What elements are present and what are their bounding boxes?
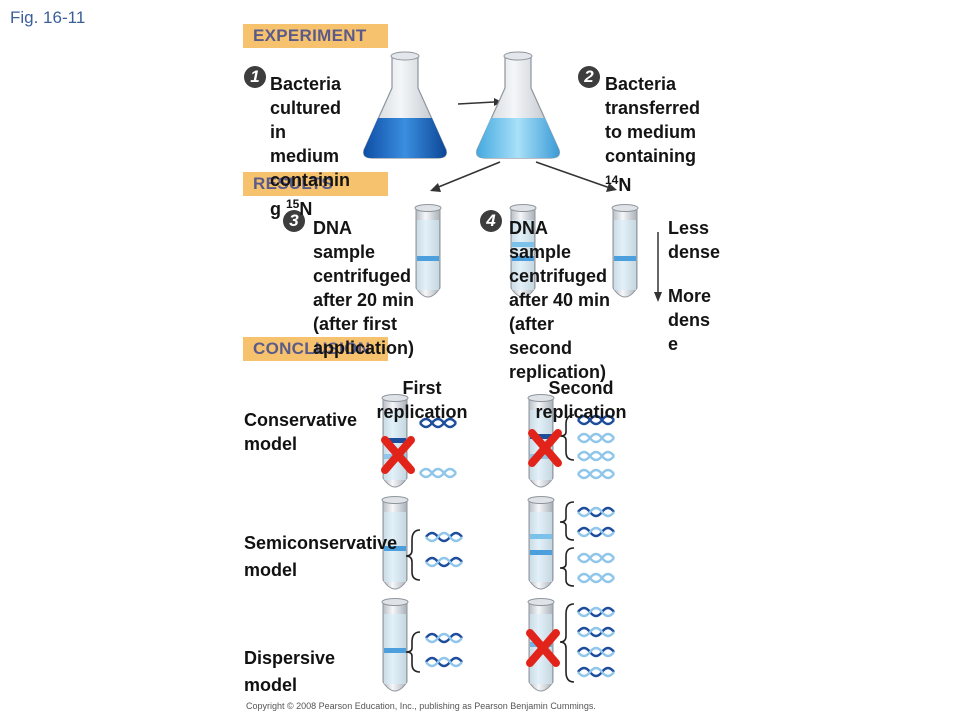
copyright-notice: Copyright © 2008 Pearson Education, Inc.… xyxy=(246,701,596,711)
flask-15n-icon xyxy=(363,51,447,159)
tube-20min-icon xyxy=(414,204,442,298)
tube-40min-icon xyxy=(509,204,537,298)
step-4-badge: 4 xyxy=(480,210,502,232)
less-dense-label: Less dense xyxy=(668,218,721,262)
conclusion-header: CONCLUSION xyxy=(243,337,388,361)
step-2-caption: Bacteria transferred to medium containin… xyxy=(605,74,701,195)
step-1-badge: 1 xyxy=(244,66,266,88)
figure-label: Fig. 16-11 xyxy=(10,8,86,27)
results-header: RESULTS xyxy=(243,172,388,196)
tube-reference-icon xyxy=(611,204,639,298)
semiconservative-model-label: Semiconservative model xyxy=(244,533,398,580)
step-4-caption: DNA sample centrifuged after 40 min (aft… xyxy=(509,218,611,382)
conservative-model-label: Conservative model xyxy=(244,410,358,454)
step-1-caption: Bacteria cultured in medium containing 1… xyxy=(270,74,350,219)
first-replication-header: First replication xyxy=(376,378,468,422)
experiment-header: EXPERIMENT xyxy=(243,24,388,48)
dispersive-model-label: Dispersive model xyxy=(244,648,336,695)
step-3-caption: DNA sample centrifuged after 20 min (aft… xyxy=(313,218,415,358)
second-replication-header: Second replication xyxy=(535,378,627,422)
step-2-badge: 2 xyxy=(578,66,600,88)
transfer-arrow xyxy=(457,101,495,105)
flask-14n-icon xyxy=(476,51,560,159)
step-3-badge: 3 xyxy=(283,210,305,232)
more-dense-label: More dense xyxy=(668,286,712,354)
